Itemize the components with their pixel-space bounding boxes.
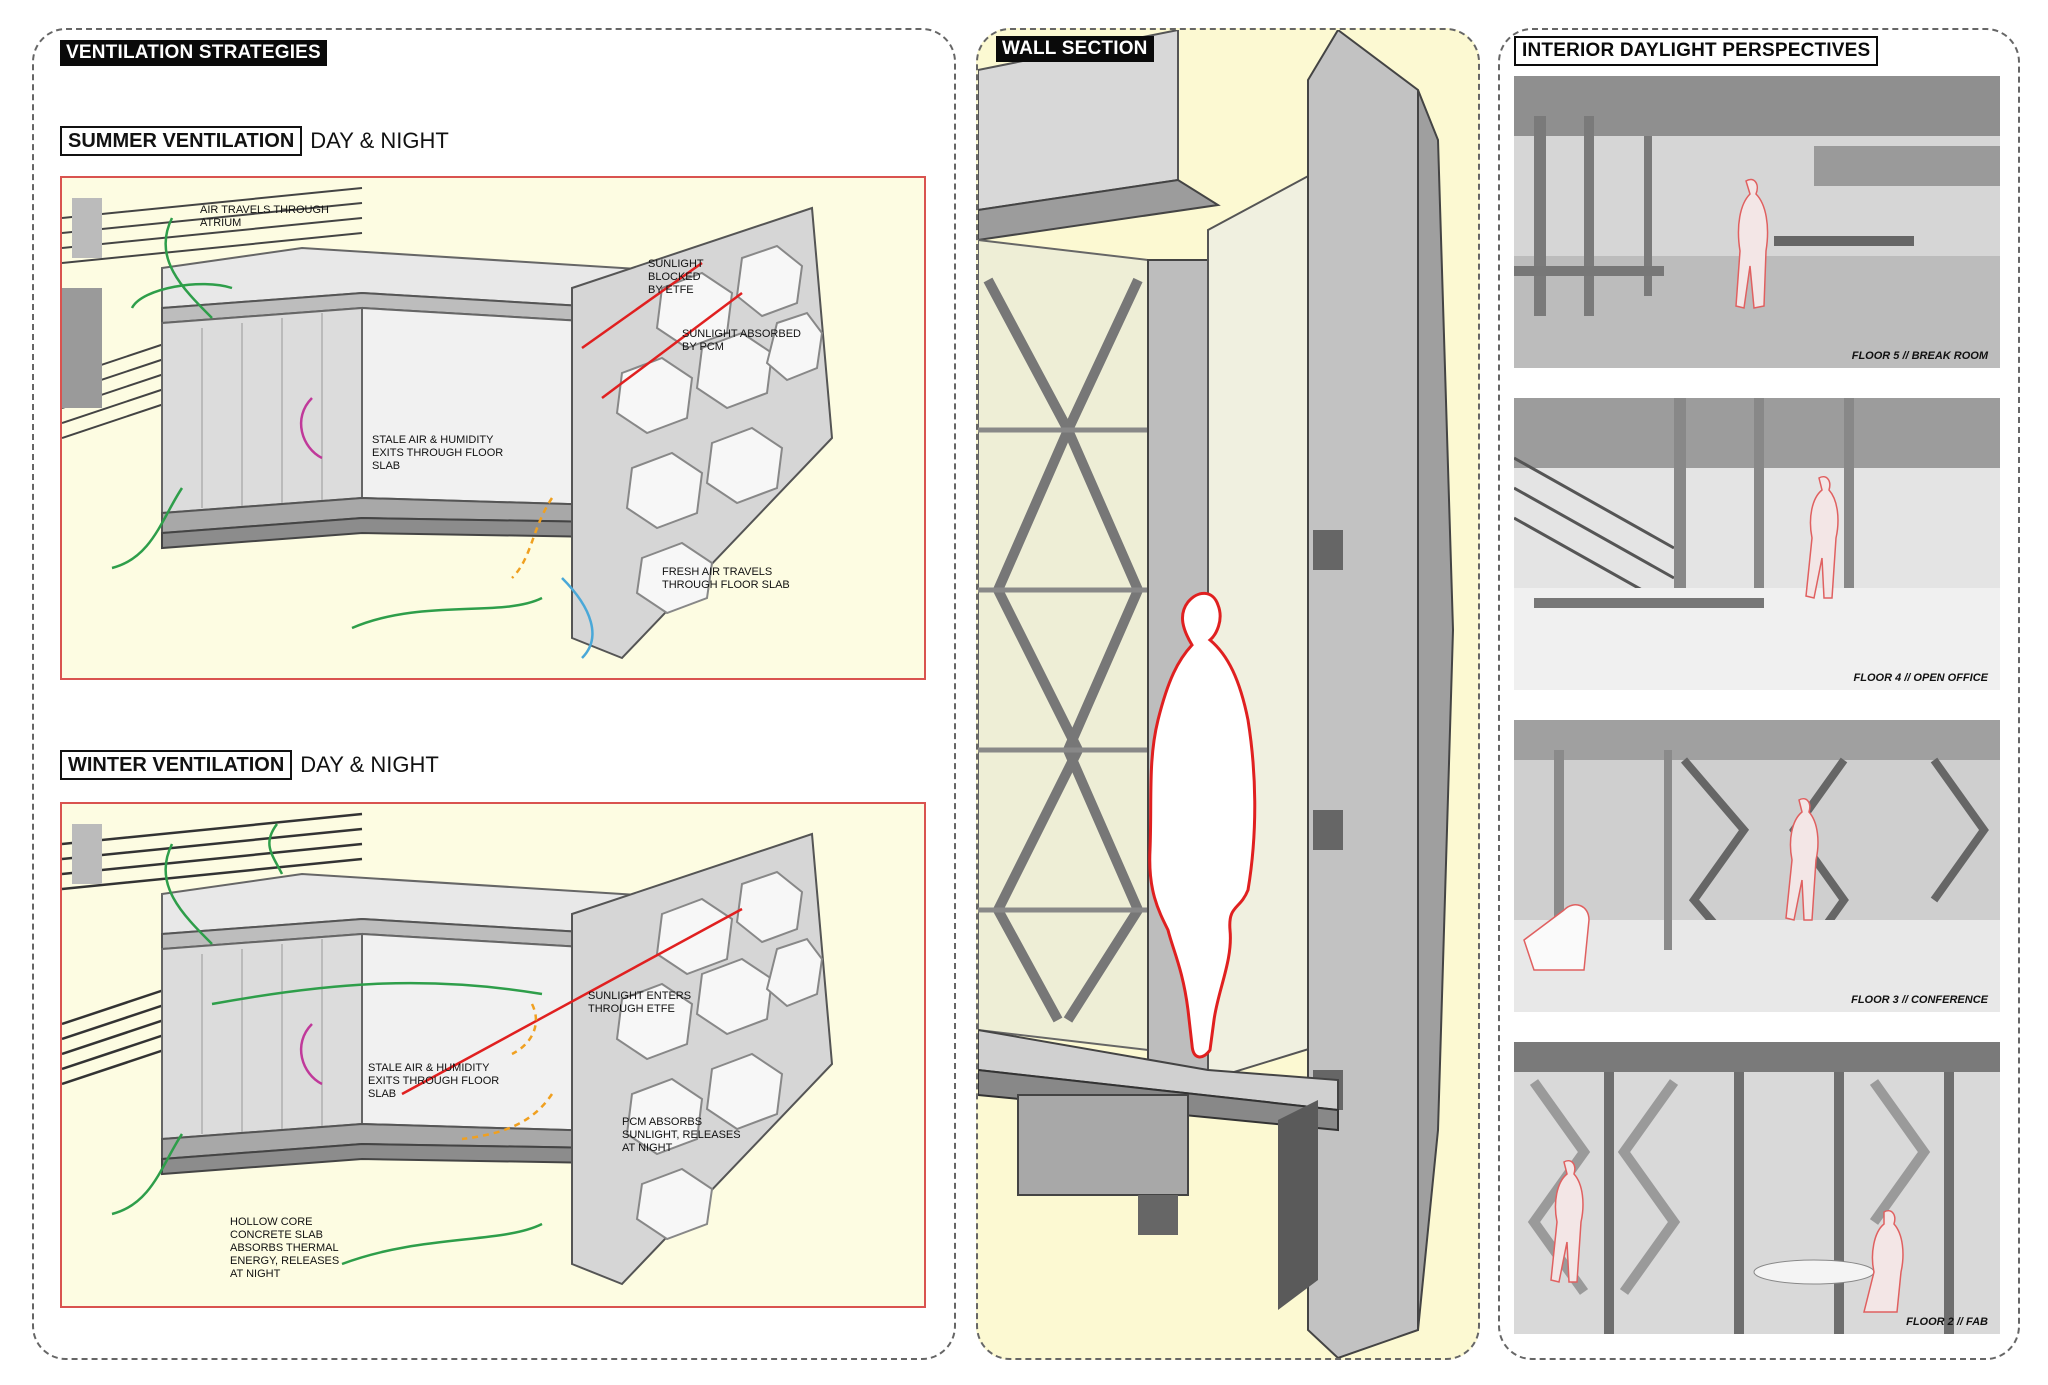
ventilation-panel bbox=[32, 28, 956, 1360]
perspective-floor-2: FLOOR 2 // FAB bbox=[1514, 1042, 2000, 1334]
winter-diagram: SUNLIGHT ENTERS THROUGH ETFE STALE AIR &… bbox=[60, 802, 926, 1308]
wall-section-title: WALL SECTION bbox=[996, 36, 1154, 62]
floor-3-caption: FLOOR 3 // CONFERENCE bbox=[1851, 994, 1988, 1006]
summer-heading-suffix: DAY & NIGHT bbox=[310, 128, 449, 153]
floor-2-render bbox=[1514, 1042, 2000, 1334]
floor-5-render bbox=[1514, 76, 2000, 368]
wall-section-drawing bbox=[978, 30, 1455, 1358]
perspective-floor-5: FLOOR 5 // BREAK ROOM bbox=[1514, 76, 2000, 368]
floor-4-caption: FLOOR 4 // OPEN OFFICE bbox=[1853, 672, 1988, 684]
summer-note-absorbed: SUNLIGHT ABSORBED BY PCM bbox=[682, 328, 801, 353]
winter-note-pcm: PCM ABSORBS SUNLIGHT, RELEASES AT NIGHT bbox=[622, 1116, 741, 1154]
winter-axonometric-drawing bbox=[62, 812, 834, 1286]
summer-note-blocked: SUNLIGHT BLOCKED BY ETFE bbox=[648, 258, 704, 296]
winter-note-enters: SUNLIGHT ENTERS THROUGH ETFE bbox=[588, 990, 692, 1015]
floor-3-render bbox=[1514, 720, 2000, 1012]
winter-note-stale: STALE AIR & HUMIDITY EXITS THROUGH FLOOR… bbox=[368, 1062, 500, 1100]
perspectives-panel bbox=[1498, 28, 2020, 1360]
summer-note-stale: STALE AIR & HUMIDITY EXITS THROUGH FLOOR… bbox=[372, 434, 504, 472]
winter-heading-suffix: DAY & NIGHT bbox=[300, 752, 439, 777]
summer-heading: SUMMER VENTILATION DAY & NIGHT bbox=[60, 126, 449, 156]
summer-note-fresh: FRESH AIR TRAVELS THROUGH FLOOR SLAB bbox=[662, 566, 790, 591]
perspectives-title: INTERIOR DAYLIGHT PERSPECTIVES bbox=[1514, 36, 1879, 66]
winter-heading-label: WINTER VENTILATION bbox=[60, 750, 293, 780]
perspective-floor-3: FLOOR 3 // CONFERENCE bbox=[1514, 720, 2000, 1012]
ventilation-title: VENTILATION STRATEGIES bbox=[60, 40, 327, 66]
summer-note-atrium: AIR TRAVELS THROUGH ATRIUM bbox=[200, 204, 329, 229]
summer-axonometric-drawing bbox=[62, 187, 834, 660]
floor-2-caption: FLOOR 2 // FAB bbox=[1906, 1316, 1988, 1328]
winter-note-hollow: HOLLOW CORE CONCRETE SLAB ABSORBS THERMA… bbox=[230, 1216, 340, 1280]
floor-4-render bbox=[1514, 398, 2000, 690]
floor-5-caption: FLOOR 5 // BREAK ROOM bbox=[1851, 350, 1988, 362]
winter-heading: WINTER VENTILATION DAY & NIGHT bbox=[60, 750, 439, 780]
perspective-floor-4: FLOOR 4 // OPEN OFFICE bbox=[1514, 398, 2000, 690]
summer-diagram: AIR TRAVELS THROUGH ATRIUM SUNLIGHT BLOC… bbox=[60, 176, 926, 680]
human-silhouette bbox=[1148, 591, 1257, 1059]
summer-heading-label: SUMMER VENTILATION bbox=[60, 126, 303, 156]
wall-section-panel bbox=[976, 28, 1480, 1360]
